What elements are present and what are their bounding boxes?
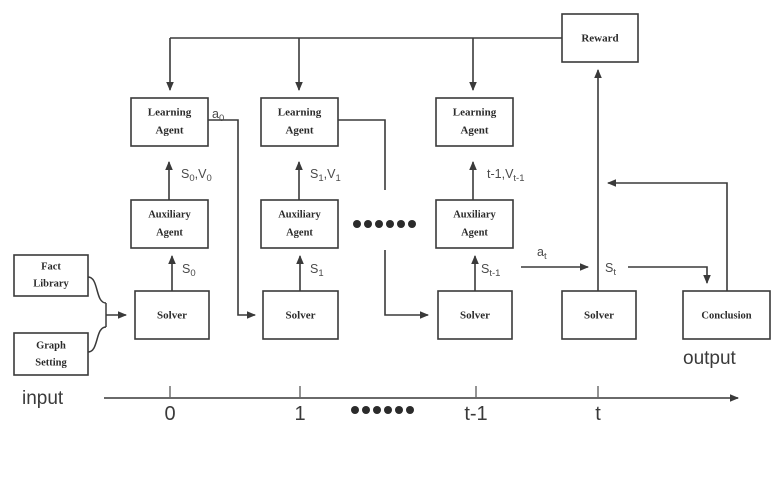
input-merge-path	[87, 276, 127, 353]
solver-t-1-label: Solver	[460, 310, 490, 322]
ellipsis-middle	[353, 220, 416, 228]
solver-0[interactable]: Solver	[134, 290, 210, 340]
auxiliary-agent-t-1[interactable]: Auxiliary Agent	[435, 199, 514, 249]
graph-setting-box[interactable]: Graph Setting	[13, 332, 89, 376]
state-value-label-1: S1,V1	[310, 167, 341, 184]
action-path-1-upper	[338, 119, 386, 190]
auxiliary-agent-0-line2: Agent	[156, 227, 183, 238]
auxiliary-agent-t-1-line1: Auxiliary	[453, 209, 496, 220]
column-1: Learning Agent Auxiliary Agent Solver S1…	[260, 97, 429, 340]
column-t-minus-1: Learning Agent Auxiliary Agent Solver t-…	[435, 97, 589, 340]
solver-1-label: Solver	[286, 310, 316, 322]
conclusion-feedback-path	[607, 179, 728, 291]
reward-box[interactable]: Reward	[561, 13, 639, 63]
action-path-1-lower	[384, 250, 429, 319]
state-label-0: S0	[182, 262, 196, 279]
output-label: output	[683, 348, 737, 369]
reward-distribution-bus	[166, 37, 562, 91]
axis-gap-ellipsis	[351, 406, 414, 414]
auxiliary-agent-t-1-line2: Agent	[461, 227, 488, 238]
state-label-1: S1	[310, 262, 324, 279]
axis-label-t: t	[595, 403, 601, 425]
column-0: Learning Agent Auxiliary Agent Solver S0…	[130, 97, 256, 340]
solver-t-label: Solver	[584, 310, 614, 322]
auxiliary-agent-0[interactable]: Auxiliary Agent	[130, 199, 209, 249]
reward-label: Reward	[581, 33, 618, 45]
axis-label-0: 0	[164, 403, 175, 425]
state-label-t: St	[605, 261, 616, 278]
auxiliary-agent-0-line1: Auxiliary	[148, 209, 191, 220]
learning-agent-t-1-line1: Learning	[453, 107, 497, 119]
learning-agent-1[interactable]: Learning Agent	[260, 97, 339, 147]
action-label-0: a0	[212, 107, 224, 124]
auxiliary-agent-1-line1: Auxiliary	[278, 209, 321, 220]
axis-label-1: 1	[294, 403, 305, 425]
solver-0-label: Solver	[157, 310, 187, 322]
auxiliary-agent-1-line2: Agent	[286, 227, 313, 238]
conclusion-label: Conclusion	[701, 310, 751, 321]
learning-agent-t-1-line2: Agent	[460, 125, 488, 137]
learning-agent-0-line2: Agent	[155, 125, 183, 137]
action-path-0	[208, 119, 256, 319]
fact-library-line2: Library	[33, 278, 69, 289]
conclusion-box[interactable]: Conclusion	[682, 290, 771, 340]
fact-library-line1: Fact	[41, 261, 61, 272]
learning-agent-1-line2: Agent	[285, 125, 313, 137]
learning-agent-0[interactable]: Learning Agent	[130, 97, 209, 147]
fact-library-box[interactable]: Fact Library	[13, 254, 89, 297]
learning-agent-t-1[interactable]: Learning Agent	[435, 97, 514, 147]
column-t: Solver St	[561, 261, 711, 340]
solver-t-1[interactable]: Solver	[437, 290, 513, 340]
state-value-label-0: S0,V0	[181, 167, 212, 184]
state-t-to-conclusion-path	[628, 266, 711, 284]
solver-1[interactable]: Solver	[262, 290, 339, 340]
timeline-axis: 0 1 t-1 t	[104, 386, 739, 425]
learning-agent-0-line1: Learning	[148, 107, 192, 119]
graph-setting-line2: Setting	[35, 357, 67, 368]
solver-t[interactable]: Solver	[561, 290, 637, 340]
auxiliary-agent-1[interactable]: Auxiliary Agent	[260, 199, 339, 249]
action-label-t: at	[537, 245, 547, 262]
state-value-label-t-1: t-1,Vt-1	[487, 167, 525, 184]
axis-label-t-1: t-1	[464, 403, 487, 425]
state-label-t-1: St-1	[481, 262, 500, 279]
learning-agent-1-line1: Learning	[278, 107, 322, 119]
graph-setting-line1: Graph	[36, 340, 66, 351]
input-label: input	[22, 388, 64, 409]
